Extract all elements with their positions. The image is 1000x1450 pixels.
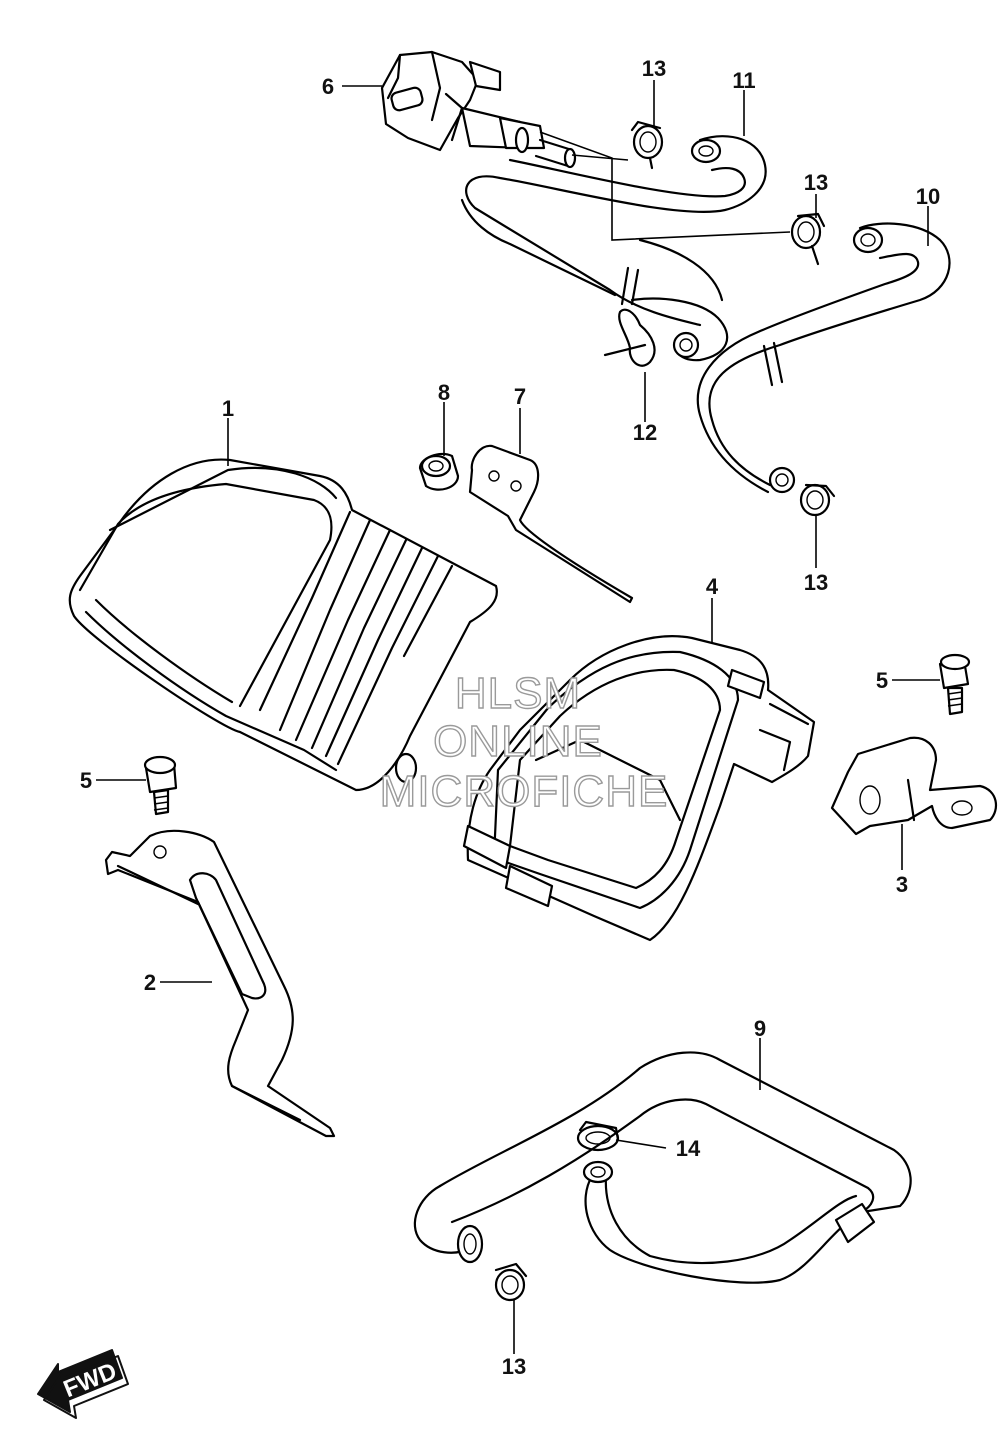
callout-7: 7 xyxy=(514,384,526,409)
watermark-line-2: ONLINE xyxy=(433,717,603,766)
callout-4: 4 xyxy=(706,574,719,599)
leader-lines xyxy=(96,80,940,1354)
part-5-bolt-a xyxy=(938,653,971,716)
callout-13-middle: 13 xyxy=(804,170,828,195)
callout-1: 1 xyxy=(222,396,234,421)
watermark-line-3: MICROFICHE xyxy=(380,767,669,816)
callout-9: 9 xyxy=(754,1016,766,1041)
part-1-oil-cooler xyxy=(68,458,498,792)
callout-5-left: 5 xyxy=(80,768,92,793)
callout-2: 2 xyxy=(144,970,156,995)
callout-13-right: 13 xyxy=(804,570,828,595)
part-13-clamp-c xyxy=(799,483,836,517)
part-7-bracket xyxy=(468,444,634,604)
part-13-clamp-b xyxy=(790,212,826,266)
callout-10: 10 xyxy=(916,184,940,209)
part-9-hose xyxy=(413,1051,912,1284)
callout-8: 8 xyxy=(438,380,450,405)
callout-14: 14 xyxy=(676,1136,701,1161)
callout-5-right: 5 xyxy=(876,668,888,693)
callout-12: 12 xyxy=(633,420,657,445)
watermark: HLSM ONLINE MICROFICHE xyxy=(379,668,669,816)
callout-13-bottom: 13 xyxy=(502,1354,526,1379)
part-6-valve xyxy=(380,50,577,169)
part-10-hose xyxy=(696,222,951,494)
part-14-clamp xyxy=(576,1120,620,1152)
callouts: 1 2 3 4 5 5 6 7 8 9 10 11 12 13 13 13 13… xyxy=(80,56,940,1379)
part-8-grommet xyxy=(418,452,460,491)
callout-11: 11 xyxy=(732,68,755,93)
watermark-line-1: HLSM xyxy=(455,669,581,718)
part-4-cover xyxy=(462,635,816,942)
part-3-bracket xyxy=(830,736,998,836)
part-13-clamp-a xyxy=(630,120,664,170)
part-13-clamp-d xyxy=(494,1262,528,1302)
fwd-arrow-icon: FWD xyxy=(37,1349,129,1419)
part-11-hose xyxy=(460,135,767,362)
part-2-bracket xyxy=(104,829,336,1138)
callout-3: 3 xyxy=(896,872,908,897)
part-12-clip xyxy=(603,308,656,367)
callout-6: 6 xyxy=(322,74,334,99)
part-5-bolt-b xyxy=(143,755,178,816)
callout-13-top: 13 xyxy=(642,56,666,81)
